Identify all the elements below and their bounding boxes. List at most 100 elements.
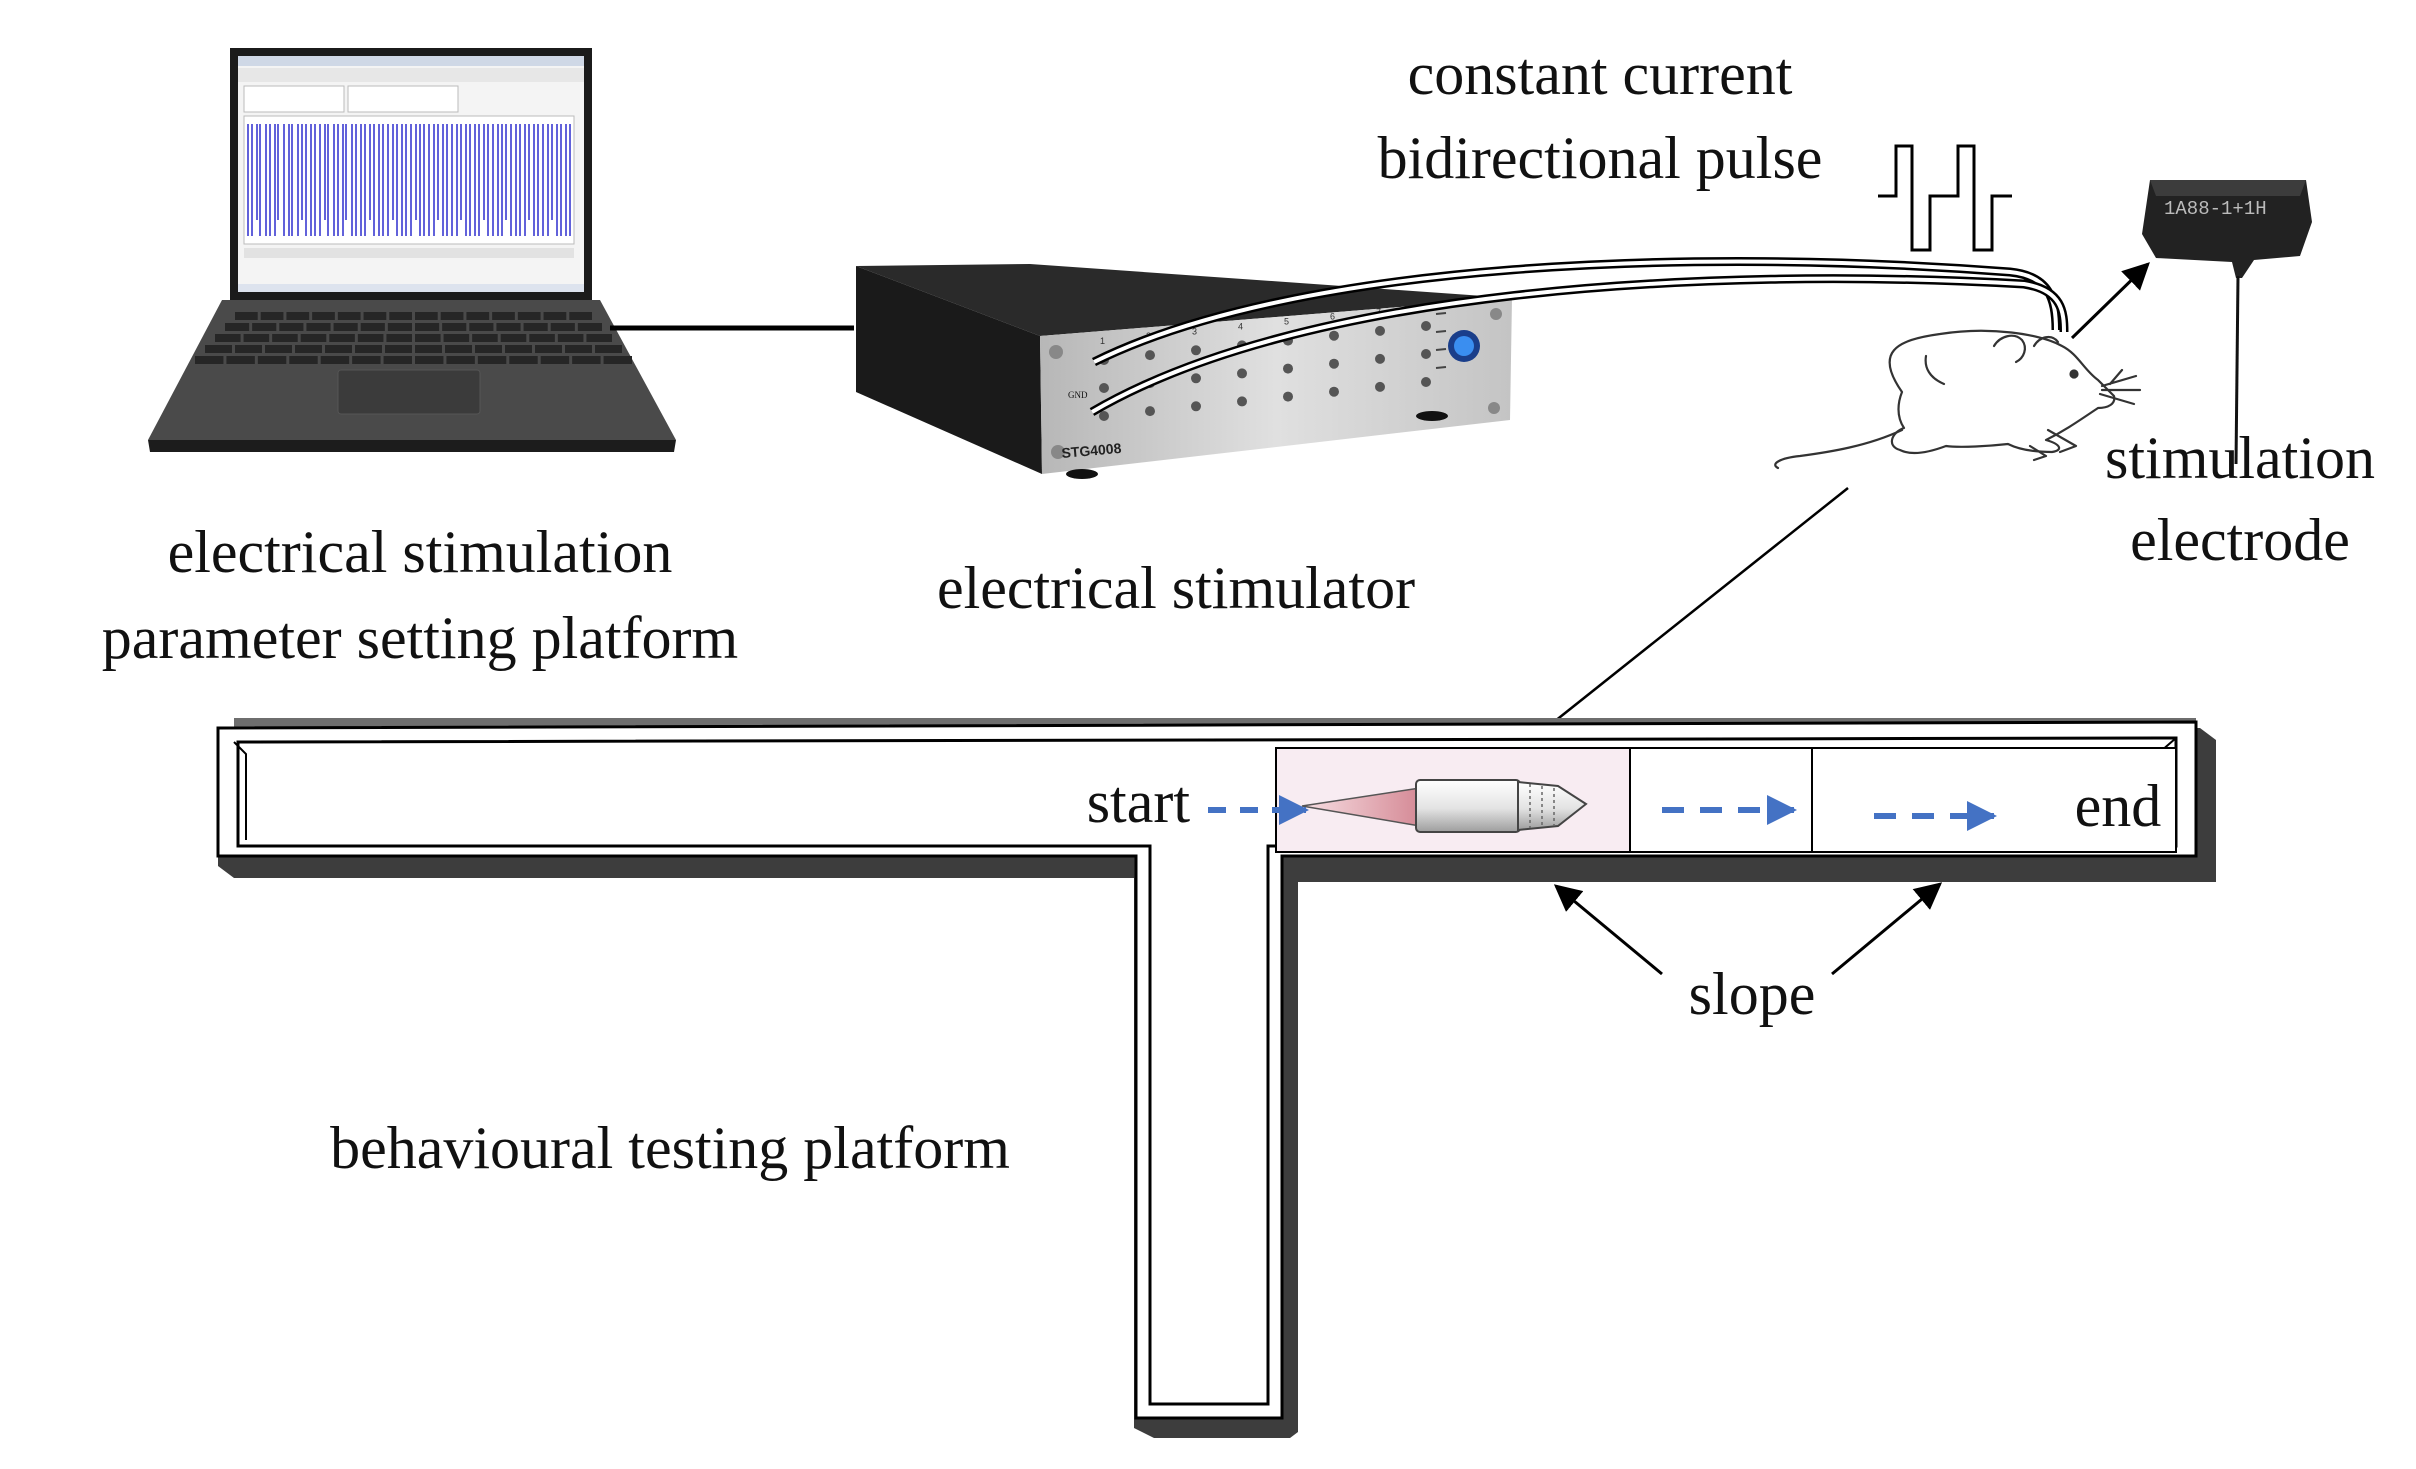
keyboard-key [312,312,335,320]
bnc-connector [1375,381,1385,392]
keyboard-key [300,334,327,342]
keyboard-key [215,334,241,342]
keyboard-key [385,345,412,353]
keyboard-key [595,345,622,353]
laptop-touchpad [337,369,481,415]
bnc-connector [1329,358,1339,369]
keyboard-key [386,334,412,342]
keyboard-key [466,312,490,320]
keyboard-key [569,312,592,320]
keyboard-key [445,345,472,353]
channel-number: 4 [1238,321,1243,331]
keyboard-key [469,323,494,331]
rat-illustration [1774,329,2142,470]
keyboard-key [325,345,352,353]
keyboard-key [472,334,498,342]
keyboard-key [333,323,358,331]
keyboard-key [509,356,538,364]
bnc-connector [1421,349,1431,359]
keyboard-key [320,356,350,364]
laptop-keyboard [195,312,632,364]
slope-section-2 [1629,747,1813,853]
keyboard-key [535,345,562,353]
keyboard-key [360,323,385,331]
stimulation-cables [1089,257,2069,416]
pulse-label-line1: constant current [1408,41,1793,107]
implanted-electrode-image [1301,779,1588,833]
keyboard-key [337,312,361,320]
keyboard-key [226,356,255,364]
keyboard-key [295,345,322,353]
bnc-connector [1237,396,1247,407]
electrode-label-line2: electrode [2130,507,2350,573]
bnc-connector [1191,401,1201,412]
t-maze-behavioural-platform [216,718,2216,1438]
keyboard-key [586,334,612,342]
channel-number: 1 [1100,336,1105,346]
keyboard-key [387,323,412,331]
bnc-connector [1099,383,1109,393]
keyboard-key [252,323,277,331]
keyboard-key [603,356,632,364]
keyboard-key [550,323,575,331]
keyboard-key [475,345,502,353]
keyboard-key [265,345,292,353]
stg-model-label: STG4008 [1061,440,1122,461]
keyboard-key [415,312,438,320]
keyboard-key [415,323,440,331]
electrode-wire [2234,275,2240,465]
channel-number: 3 [1192,326,1197,336]
pulse-raster-bars [247,124,571,236]
keyboard-key [442,323,467,331]
keyboard-key [500,334,527,342]
gnd-label: GND [1068,390,1088,400]
bnc-connector [1375,325,1385,336]
bnc-connector [1421,377,1431,387]
bidirectional-pulse-waveform [1878,144,2012,252]
keyboard-key [289,356,318,364]
keyboard-key [440,312,464,320]
pulse-raster-plot [243,115,575,245]
keyboard-key [529,334,555,342]
keyboard-key [565,345,592,353]
keyboard-key [235,345,262,353]
keyboard-key [540,356,570,364]
keyboard-key [543,312,567,320]
keyboard-key [389,312,412,320]
keyboard-key [355,345,382,353]
pulse-label-line2: bidirectional pulse [1378,125,1823,191]
end-section [1811,747,2177,853]
end-label: end [2075,773,2162,839]
keyboard-key [363,312,387,320]
bnc-connector [1421,321,1431,331]
keyboard-key [205,345,232,353]
keyboard-key [446,356,475,364]
param-platform-label-line1: electrical stimulation [168,519,673,585]
keyboard-key [195,356,224,364]
keyboard-key [415,334,441,342]
keyboard-key [496,323,521,331]
bnc-connector [1191,373,1201,384]
keyboard-key [279,323,304,331]
bnc-connector [1375,353,1385,364]
bnc-connector [1099,411,1109,421]
keyboard-key [557,334,584,342]
stimulation-electrode-image: 1A88-1+1H [2142,180,2312,465]
laptop-image [148,48,676,452]
keyboard-key [492,312,515,320]
keyboard-key [235,312,258,320]
bnc-connector [1329,330,1339,341]
keyboard-key [272,334,298,342]
keyboard-key [260,312,284,320]
keyboard-key [572,356,601,364]
bnc-connector [1329,386,1339,397]
bnc-connector [1283,391,1293,402]
electrode-pointer-arrow [2070,262,2150,340]
keyboard-key [352,356,381,364]
slope-arrow-left [1553,884,1663,976]
slope-label: slope [1689,961,1816,1027]
keyboard-key [357,334,384,342]
keyboard-key [306,323,331,331]
keyboard-key [505,345,532,353]
